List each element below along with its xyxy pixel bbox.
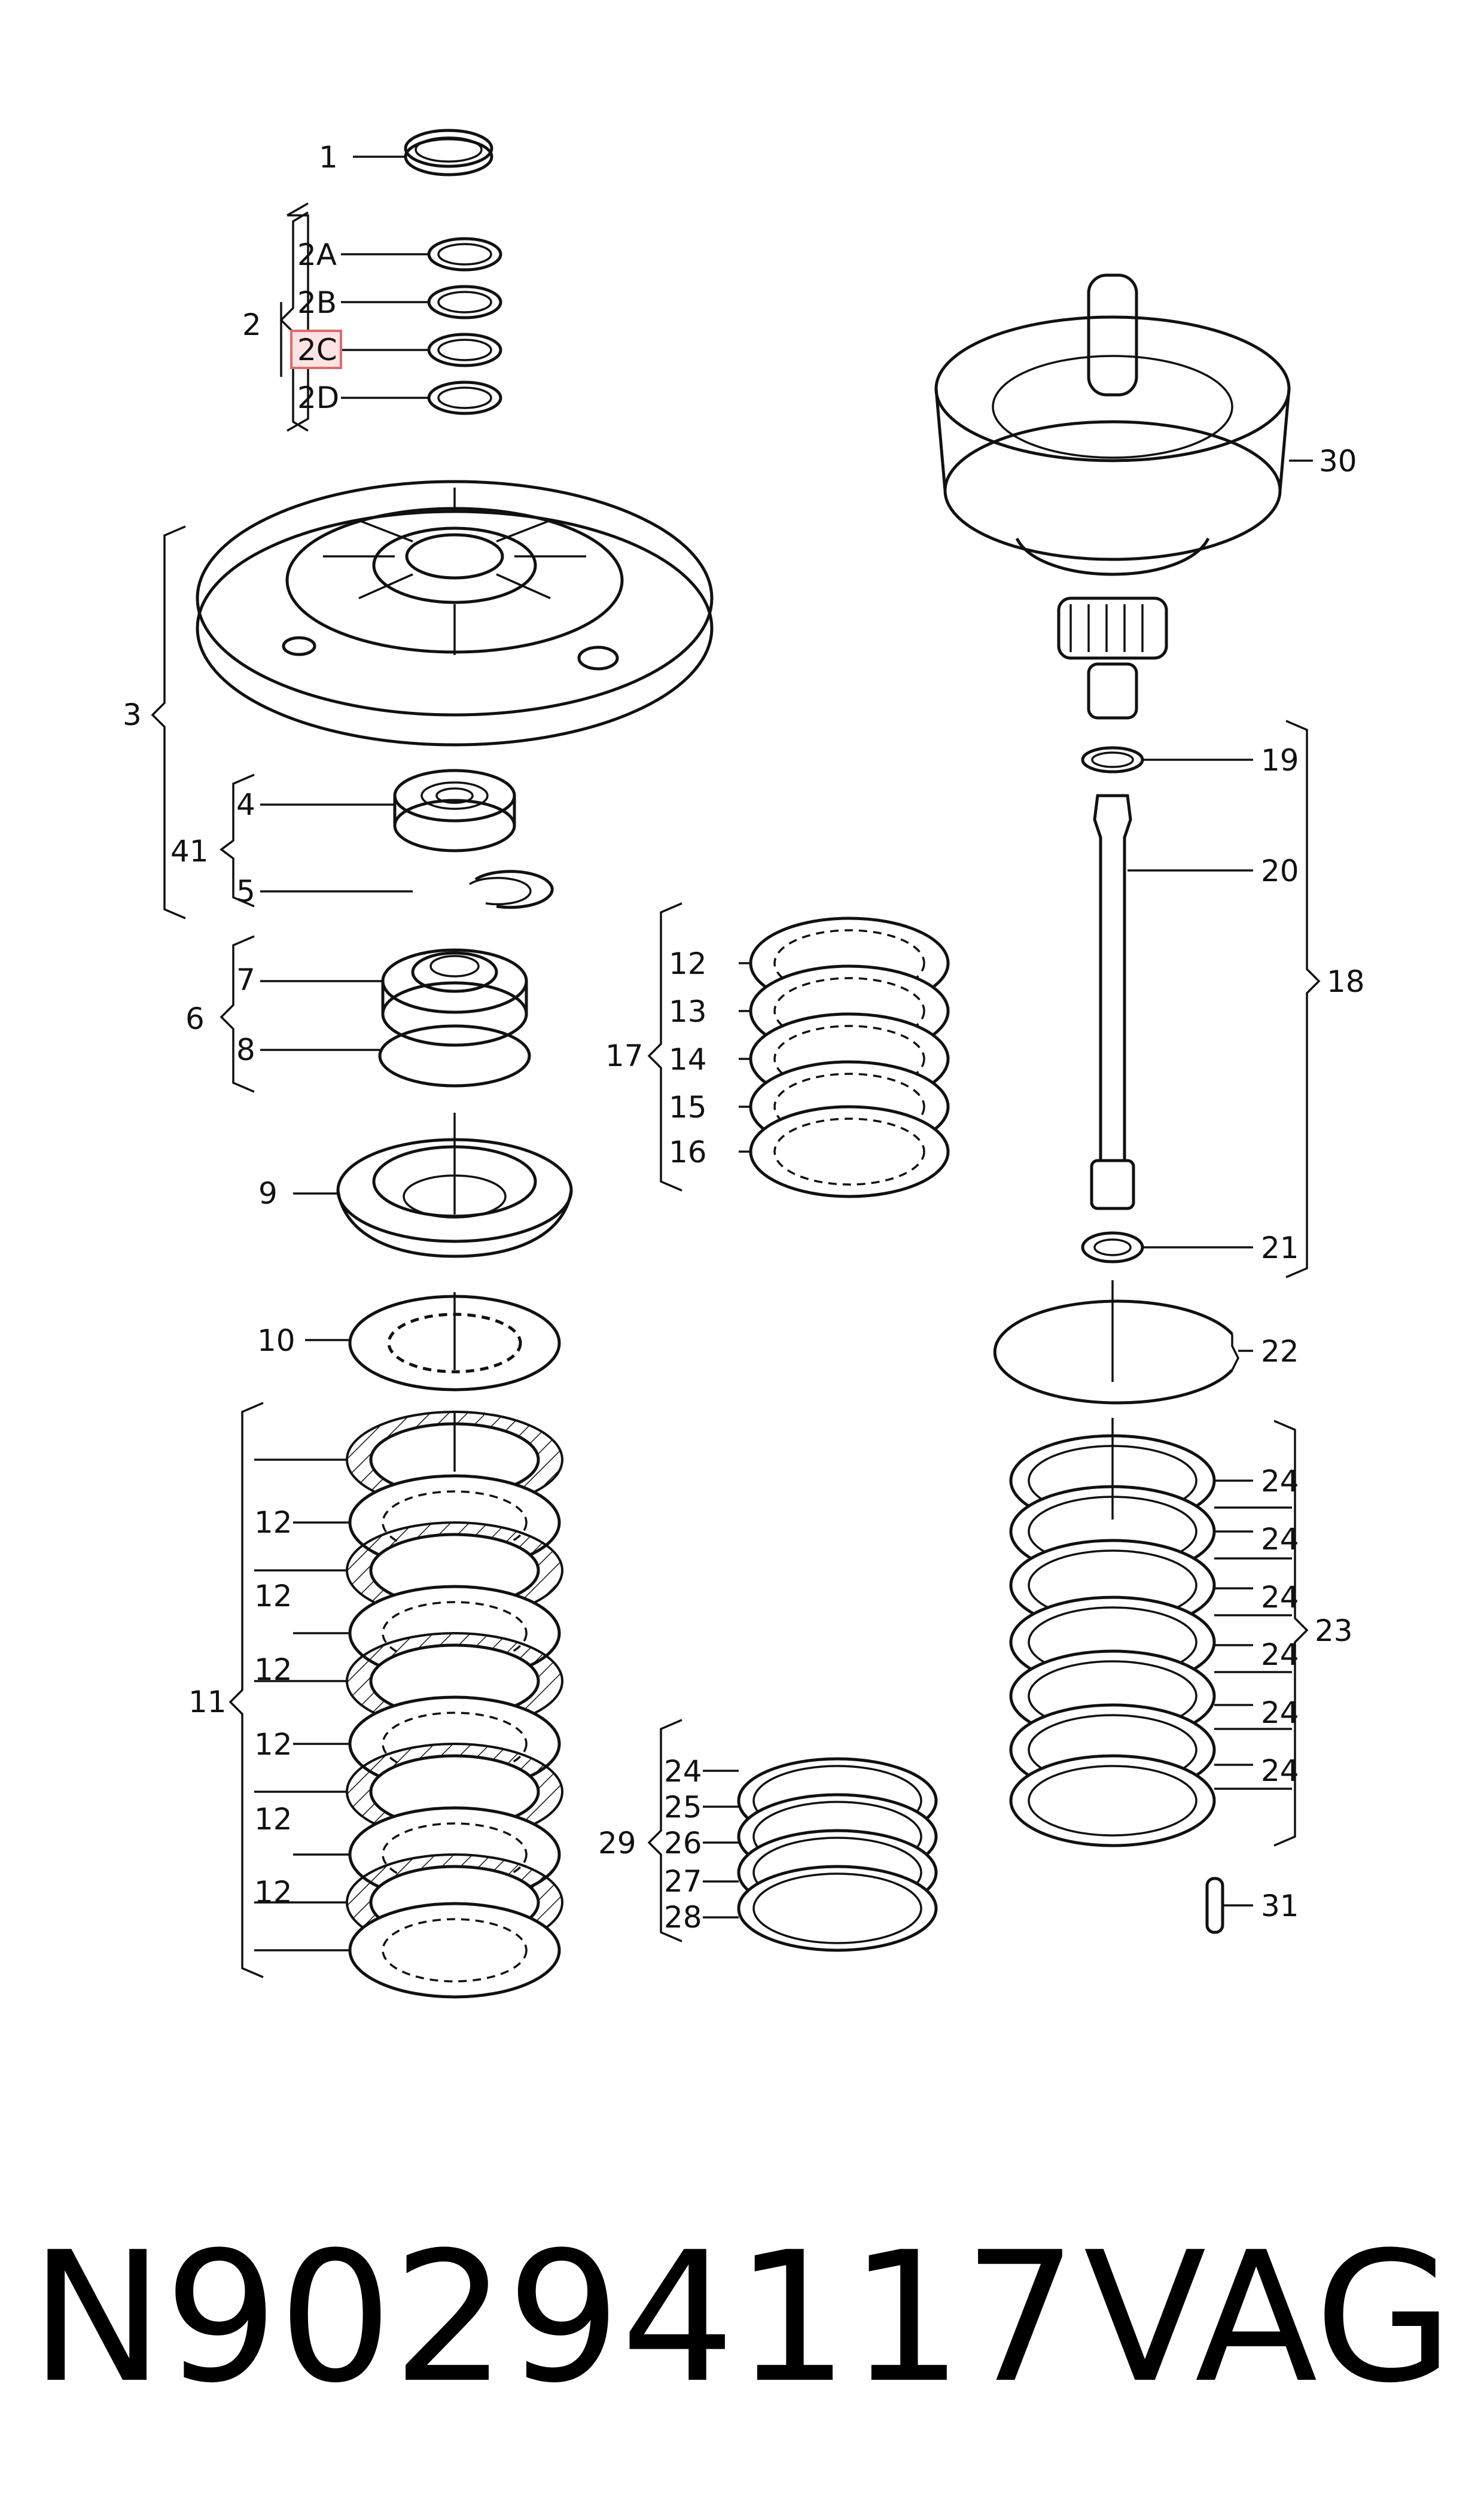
label-9: 9: [258, 1176, 278, 1211]
label-12-e: 12: [254, 1802, 292, 1837]
label-12-f: 12: [254, 1875, 292, 1910]
part-number-brand: VAG: [1083, 2213, 1453, 2422]
label-11: 11: [188, 1685, 227, 1719]
label-24-b: 24: [1261, 1522, 1299, 1557]
label-22: 22: [1261, 1334, 1299, 1369]
label-16: 16: [669, 1135, 707, 1170]
piston-housing-3: [196, 480, 714, 747]
label-21: 21: [1261, 1231, 1299, 1265]
label-18: 18: [1327, 964, 1365, 999]
shaft-20: [1090, 794, 1135, 1210]
label-12-d: 12: [254, 1727, 292, 1762]
label-13: 13: [669, 994, 707, 1029]
label-27: 27: [664, 1864, 702, 1899]
label-24-d: 24: [1261, 1637, 1299, 1672]
label-26: 26: [664, 1826, 702, 1861]
label-7: 7: [236, 963, 255, 997]
pin-31: [1205, 1877, 1224, 1934]
spring-plate-9: [336, 1113, 573, 1258]
callout-labels: 1 2 2A 2B 2C 2D 3 41 4 5 6 7 8 9 10 11 1…: [123, 140, 1365, 1935]
label-24-a: 24: [1261, 1464, 1299, 1499]
label-2d: 2D: [297, 380, 339, 415]
exploded-parts-diagram: 1 2 2A 2B 2C 2D 3 41 4 5 6 7 8 9 10 11 1…: [123, 129, 1365, 1999]
label-28: 28: [664, 1900, 702, 1935]
label-8: 8: [236, 1033, 255, 1067]
o-ring-8: [378, 1024, 531, 1088]
plate-set-23: [1009, 1418, 1216, 1847]
label-31: 31: [1261, 1889, 1299, 1923]
label-19: 19: [1261, 743, 1299, 778]
clutch-pack-11: [346, 1411, 563, 1999]
seal-ring-1: [404, 129, 493, 176]
bearing-4: [393, 769, 516, 852]
label-29: 29: [598, 1826, 636, 1861]
label-25: 25: [664, 1790, 702, 1825]
label-24-f: 24: [1261, 1753, 1299, 1788]
label-12-a: 12: [254, 1505, 292, 1540]
label-4: 4: [236, 787, 255, 822]
label-41: 41: [170, 834, 209, 869]
hub-7: [381, 948, 528, 1047]
label-10: 10: [257, 1323, 295, 1358]
label-2: 2: [242, 307, 261, 342]
label-2b: 2B: [297, 285, 337, 320]
clutch-drum-30: [934, 273, 1291, 720]
label-6: 6: [185, 1001, 205, 1036]
label-1: 1: [319, 140, 338, 175]
label-12-g: 12: [669, 946, 707, 981]
label-24-e: 24: [1261, 1695, 1299, 1730]
label-23: 23: [1315, 1613, 1353, 1648]
label-15: 15: [669, 1090, 707, 1125]
label-12-b: 12: [254, 1579, 292, 1613]
label-2c: 2C: [297, 333, 337, 367]
label-14: 14: [669, 1042, 707, 1077]
part-number-caption: N90294117 VAG: [30, 2222, 1453, 2414]
seal-21: [1081, 1231, 1144, 1263]
label-12-c: 12: [254, 1652, 292, 1687]
label-17: 17: [605, 1039, 644, 1073]
label-24-g: 24: [664, 1754, 702, 1789]
label-2a: 2A: [297, 238, 337, 272]
braces: [151, 211, 1321, 1978]
label-3: 3: [123, 698, 142, 732]
disc-10: [348, 1292, 561, 1392]
highlight-2c: [290, 330, 342, 369]
label-5: 5: [236, 874, 255, 909]
leader-lines: [254, 156, 1313, 1951]
label-24-c: 24: [1261, 1580, 1299, 1615]
circlip-5: [469, 870, 554, 909]
disc-set-29: [737, 1757, 938, 1952]
o-ring-19: [1081, 746, 1144, 774]
snap-ring-22: [993, 1280, 1239, 1405]
sealing-rings-2: [427, 237, 502, 415]
part-number-code: N90294117: [30, 2213, 1078, 2422]
disc-set-17: [749, 917, 950, 1198]
label-30: 30: [1319, 444, 1357, 479]
label-20: 20: [1261, 854, 1299, 888]
